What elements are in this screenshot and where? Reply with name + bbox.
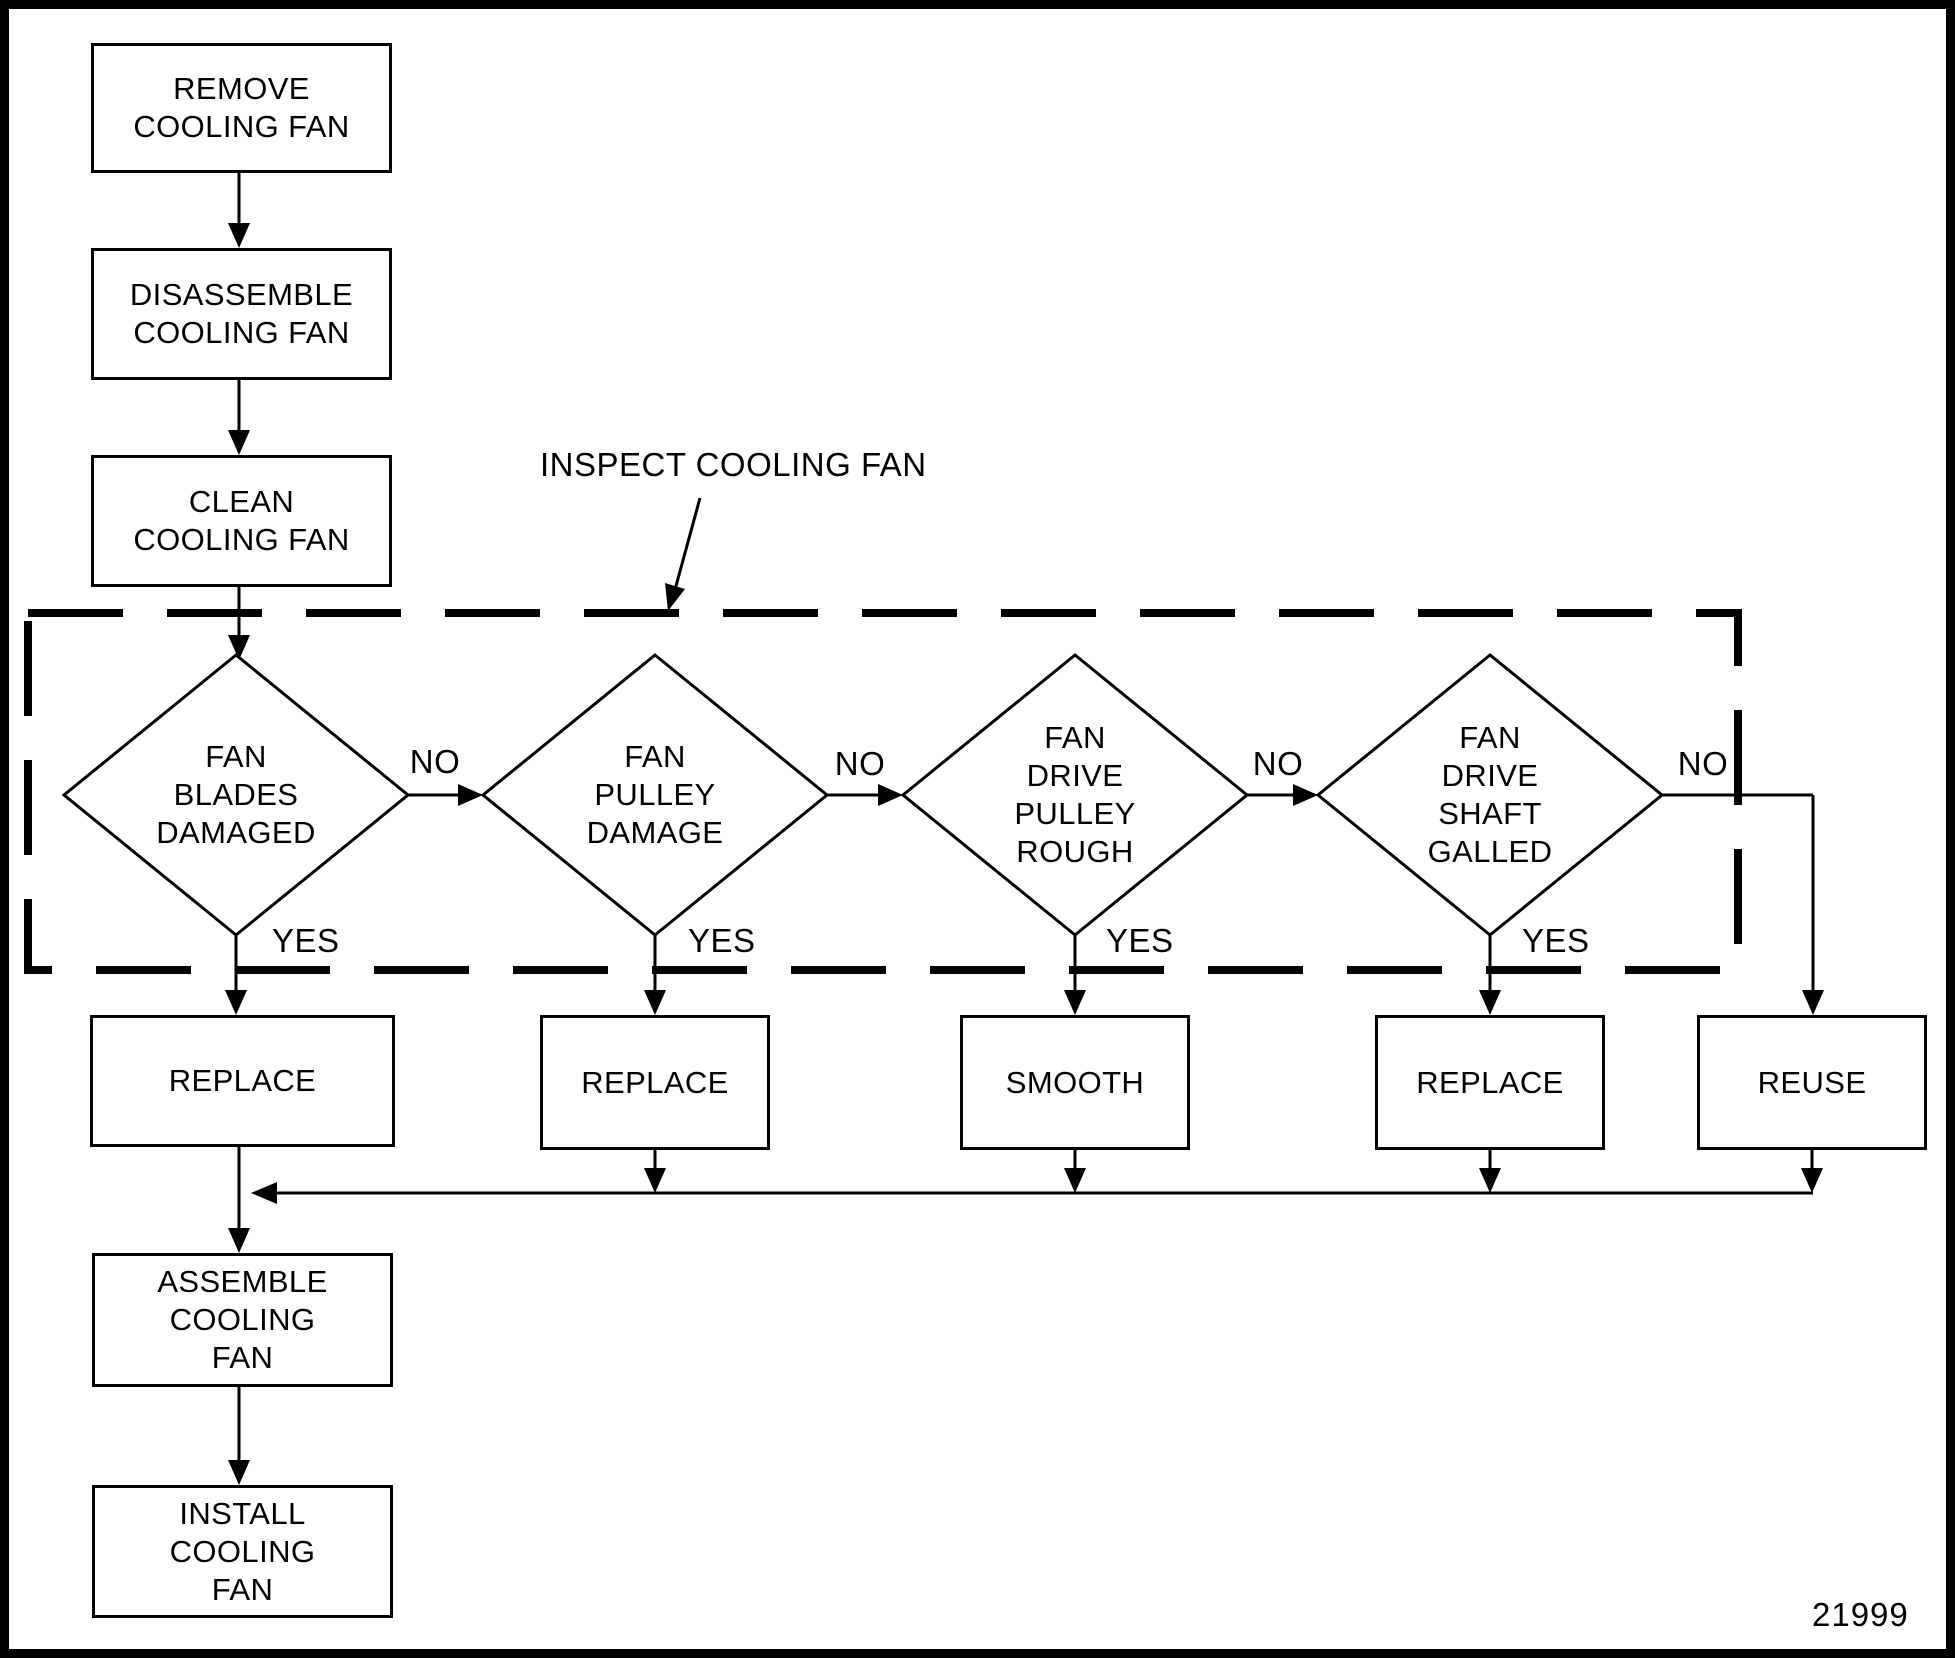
yes-label-fan-blades: YES bbox=[272, 922, 340, 959]
step-remove-line2: COOLING FAN bbox=[133, 109, 350, 144]
decision-fan-pulley-line1: FAN bbox=[624, 739, 686, 774]
decision-fan-drive-pulley-line4: ROUGH bbox=[1016, 834, 1134, 869]
decision-fan-blades-line1: FAN bbox=[205, 739, 267, 774]
arrow-yes-drive-shaft-to-replace bbox=[1479, 935, 1501, 1015]
outcome-smooth-label: SMOOTH bbox=[1005, 1064, 1145, 1100]
step-disassemble-line2: COOLING FAN bbox=[133, 315, 350, 350]
outcome-replace-fan-pulley-label: REPLACE bbox=[581, 1064, 729, 1100]
outcome-replace-fan-blades: REPLACE bbox=[90, 1015, 395, 1147]
arrow-remove-to-disassemble bbox=[228, 173, 250, 248]
outcome-replace-fan-blades-label: REPLACE bbox=[168, 1063, 317, 1098]
step-clean-cooling-fan: CLEAN COOLING FAN bbox=[91, 455, 392, 587]
decision-fan-blades-text: FAN BLADES DAMAGED bbox=[156, 738, 316, 852]
step-disassemble-line1: DISASSEMBLE bbox=[129, 277, 354, 312]
feed-replace-pulley-to-line bbox=[644, 1150, 666, 1193]
decision-fan-drive-shaft-line1: FAN bbox=[1459, 720, 1521, 755]
step-clean-line1: CLEAN bbox=[188, 484, 295, 519]
step-clean-line2: COOLING FAN bbox=[133, 522, 350, 557]
decision-fan-drive-pulley-text: FAN DRIVE PULLEY ROUGH bbox=[1014, 719, 1135, 871]
step-install-line3: FAN bbox=[211, 1571, 274, 1607]
outcome-replace-fan-drive-shaft: REPLACE bbox=[1375, 1015, 1605, 1150]
no-label-fan-drive-shaft: NO bbox=[1677, 745, 1729, 782]
no-label-fan-blades: NO bbox=[409, 743, 461, 780]
no-label-fan-drive-pulley: NO bbox=[1252, 745, 1304, 782]
outcome-smooth-fan-drive-pulley: SMOOTH bbox=[960, 1015, 1190, 1150]
convergence-line bbox=[251, 1182, 1813, 1204]
inspect-region-caption: INSPECT COOLING FAN bbox=[540, 446, 927, 483]
step-install-line1: INSTALL bbox=[179, 1495, 306, 1531]
arrow-disassemble-to-clean bbox=[228, 380, 250, 455]
feed-smooth-to-line bbox=[1064, 1150, 1086, 1193]
step-disassemble-cooling-fan: DISASSEMBLE COOLING FAN bbox=[91, 248, 392, 380]
arrow-yes-drive-pulley-to-smooth bbox=[1064, 935, 1086, 1015]
decision-fan-pulley-line2: PULLEY bbox=[594, 777, 716, 812]
arrow-no-pulley-to-drive-pulley bbox=[827, 784, 903, 806]
decision-fan-blades-line2: BLADES bbox=[173, 777, 299, 812]
outcome-reuse-label: REUSE bbox=[1757, 1064, 1867, 1100]
decision-fan-drive-shaft-line3: SHAFT bbox=[1438, 796, 1542, 831]
step-install-line2: COOLING bbox=[169, 1533, 316, 1569]
decision-fan-drive-shaft-text: FAN DRIVE SHAFT GALLED bbox=[1428, 719, 1553, 871]
arrow-no-drive-pulley-to-drive-shaft bbox=[1247, 784, 1318, 806]
step-assemble-line2: COOLING bbox=[169, 1302, 316, 1337]
step-assemble-line1: ASSEMBLE bbox=[157, 1264, 328, 1299]
step-assemble-cooling-fan: ASSEMBLE COOLING FAN bbox=[92, 1253, 393, 1387]
decision-fan-pulley-line3: DAMAGE bbox=[586, 815, 724, 850]
decision-fan-pulley-text: FAN PULLEY DAMAGE bbox=[587, 738, 724, 852]
arrow-no-blades-to-pulley bbox=[408, 784, 483, 806]
arrow-yes-pulley-to-replace bbox=[644, 935, 666, 1015]
outcome-reuse-fan-drive-shaft: REUSE bbox=[1697, 1015, 1927, 1150]
arrow-assemble-to-install bbox=[228, 1387, 250, 1485]
outcome-replace-fan-pulley: REPLACE bbox=[540, 1015, 770, 1150]
no-label-fan-pulley: NO bbox=[834, 745, 886, 782]
yes-label-fan-drive-shaft: YES bbox=[1522, 922, 1590, 959]
feed-reuse-to-line bbox=[1801, 1150, 1823, 1193]
arrow-replace-to-assemble bbox=[228, 1147, 250, 1253]
decision-fan-drive-shaft-line2: DRIVE bbox=[1441, 758, 1539, 793]
step-remove-cooling-fan: REMOVE COOLING FAN bbox=[91, 43, 392, 173]
decision-fan-drive-pulley-line3: PULLEY bbox=[1014, 796, 1136, 831]
arrow-yes-blades-to-replace bbox=[225, 935, 247, 1015]
decision-fan-drive-shaft-line4: GALLED bbox=[1427, 834, 1553, 869]
arrow-clean-to-fan-blades bbox=[228, 587, 250, 660]
yes-label-fan-pulley: YES bbox=[688, 922, 756, 959]
outcome-replace-fan-drive-shaft-label: REPLACE bbox=[1416, 1064, 1564, 1100]
step-assemble-line3: FAN bbox=[211, 1340, 274, 1375]
feed-replace-shaft-to-line bbox=[1479, 1150, 1501, 1193]
decision-fan-drive-pulley-line2: DRIVE bbox=[1026, 758, 1124, 793]
decision-fan-blades-line3: DAMAGED bbox=[156, 815, 316, 850]
step-remove-line1: REMOVE bbox=[173, 71, 310, 106]
figure-number: 21999 bbox=[1812, 1596, 1909, 1633]
inspect-region-dashed-box bbox=[24, 609, 1742, 974]
arrow-no-drive-shaft-to-reuse bbox=[1662, 793, 1824, 1015]
decision-fan-drive-pulley-line1: FAN bbox=[1044, 720, 1106, 755]
yes-label-fan-drive-pulley: YES bbox=[1106, 922, 1174, 959]
inspect-caption-arrow bbox=[665, 497, 702, 611]
step-install-cooling-fan: INSTALL COOLING FAN bbox=[92, 1485, 393, 1618]
